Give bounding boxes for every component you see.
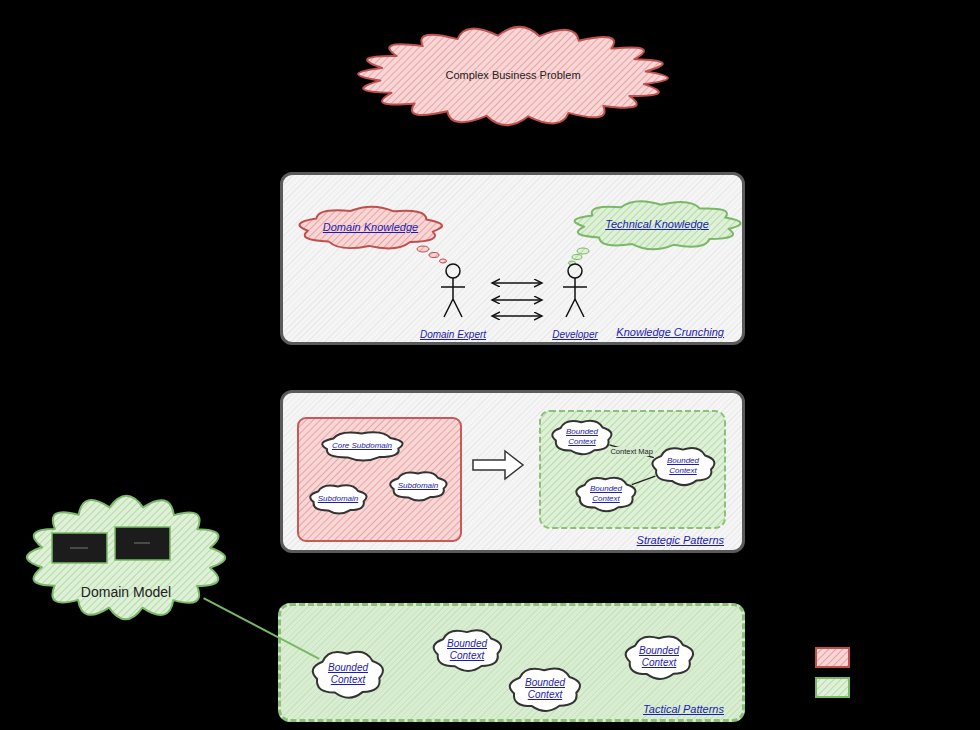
context-cloud: Bounded Context: [429, 625, 506, 675]
subdomain-cloud: Core Subdomain: [317, 428, 408, 464]
stick-figure: [417, 261, 489, 323]
subdomain-cloud: Subdomain: [306, 481, 371, 517]
subdomain-cloud: Subdomain: [386, 468, 451, 504]
node-label: Technical Knowledge: [605, 218, 709, 231]
connector: [492, 282, 542, 283]
connector: [492, 299, 542, 300]
node-label: Domain Expert: [420, 329, 486, 341]
node-label: Domain Knowledge: [323, 221, 418, 234]
tactical-panel: Tactical PatternsBounded ContextBounded …: [278, 603, 745, 722]
connector: [632, 476, 656, 485]
node-label: Bounded Context: [519, 677, 571, 701]
node-label: Bounded Context: [585, 484, 628, 503]
domain-model-cloud: Domain Model: [22, 490, 230, 625]
node-label: Subdomain: [398, 481, 438, 491]
context-cloud: Bounded Context: [308, 646, 388, 702]
person-figure: Developer: [545, 261, 605, 341]
problem-cloud: Complex Business Problem: [352, 22, 674, 130]
context-cloud: Bounded Context: [572, 473, 640, 515]
context-cloud: Bounded Context: [505, 663, 585, 715]
thought-trails: [283, 175, 748, 348]
knowledge-cloud: Domain Knowledge: [293, 203, 448, 253]
knowledge-crunching-panel: Knowledge Crunching Domain Knowledge Techn…: [280, 172, 745, 345]
node-label: Subdomain: [318, 494, 358, 504]
node-label: Bounded Context: [561, 427, 604, 446]
context-cloud: Bounded Context: [648, 443, 719, 489]
node-label: Bounded Context: [634, 645, 684, 669]
node-label: Bounded Context: [661, 456, 706, 475]
node-label: Bounded Context: [322, 662, 374, 686]
knowledge-cloud: Technical Knowledge: [568, 197, 746, 253]
context-cloud: Bounded Context: [548, 416, 616, 458]
context-cloud: Bounded Context: [621, 631, 698, 683]
connector: [492, 315, 542, 316]
node-label: Developer: [552, 329, 598, 341]
node-label: Complex Business Problem: [445, 69, 580, 82]
panel-title: Strategic Patterns: [637, 534, 724, 547]
panel-title: Knowledge Crunching: [616, 326, 724, 339]
node-label: Bounded Context: [442, 638, 492, 662]
legend-swatches: [812, 644, 854, 702]
stick-figure: [545, 261, 605, 323]
connector: [204, 598, 320, 659]
edge-label: Context Map: [608, 447, 655, 456]
strategic-panel: Strategic Patterns Core SubdomainSubdomai…: [280, 390, 745, 553]
panel-title: Tactical Patterns: [643, 703, 724, 716]
node-label: Domain Model: [81, 584, 171, 601]
node-label: Core Subdomain: [332, 441, 392, 451]
model-boxes: [22, 490, 230, 625]
person-figure: Domain Expert: [417, 261, 489, 341]
